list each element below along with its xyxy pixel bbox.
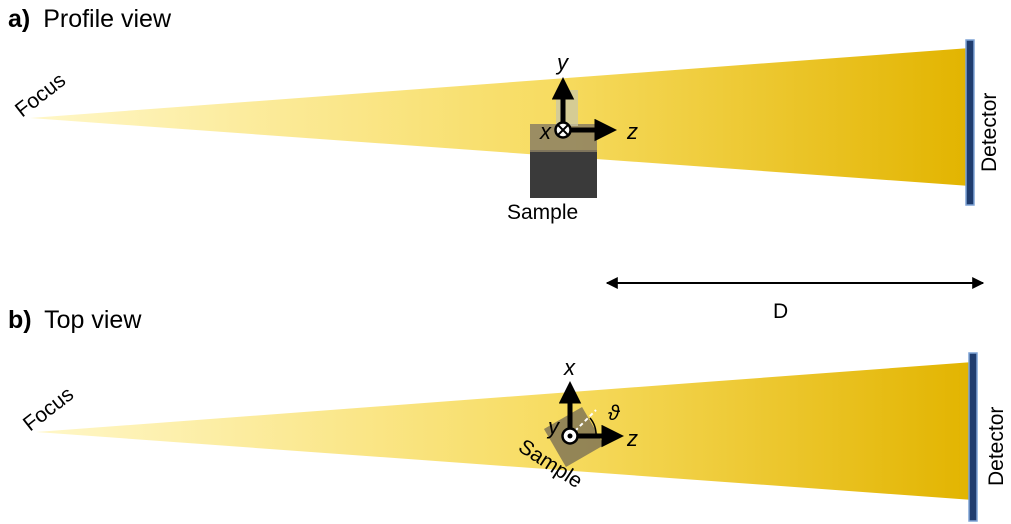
xray-beam-cone-a	[30, 48, 970, 186]
panel-a-letter: a)	[8, 5, 30, 33]
axis-label-x-a: x	[539, 119, 552, 144]
angle-label: ϑ	[608, 402, 621, 425]
distance-label: D	[773, 300, 788, 323]
xray-beam-cone-b	[36, 362, 973, 500]
axis-label-z-a: z	[626, 119, 638, 144]
focus-label-a: Focus	[11, 69, 70, 122]
focus-label-b: Focus	[19, 383, 78, 436]
axis-label-z-b: z	[626, 426, 638, 451]
sample-body-a	[530, 150, 597, 198]
detector-b	[968, 352, 978, 522]
axis-outof-dot-b	[567, 433, 573, 439]
panel-b-title: Top view	[44, 306, 142, 334]
panel-b-heading: b) Top view	[8, 306, 142, 334]
panel-a-title: Profile view	[43, 5, 172, 33]
axis-label-y-b: y	[546, 414, 561, 439]
angle-line	[569, 409, 597, 437]
detector-label-b: Detector	[985, 407, 1008, 486]
panel-b: b) Top view Focus Detector ϑ x z y Sampl…	[8, 306, 1008, 522]
panel-b-letter: b)	[8, 306, 32, 334]
panel-a: a) Profile view Focus Detector y z x Sam…	[8, 5, 1001, 224]
panel-a-heading: a) Profile view	[8, 5, 172, 33]
sample-label-a: Sample	[507, 201, 578, 224]
axis-into-cross2-a	[557, 124, 569, 136]
sample-highlight-a	[556, 90, 578, 126]
distance-indicator: D	[605, 277, 985, 323]
axis-label-x-b: x	[563, 355, 576, 380]
detector-label-a: Detector	[978, 93, 1001, 172]
detector-a	[965, 39, 975, 206]
axis-label-y-a: y	[555, 50, 570, 75]
